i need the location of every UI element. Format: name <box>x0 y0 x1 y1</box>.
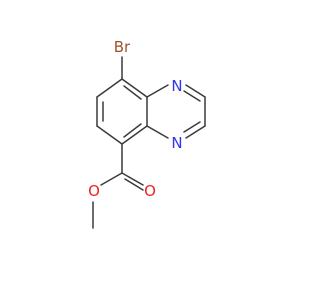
bond-c2-n1 <box>185 125 206 139</box>
structure-diagram: Br N N O O <box>88 38 206 229</box>
carbonyl-oxygen-atom-label: O <box>144 182 156 200</box>
bromine-atom-label: Br <box>114 38 131 56</box>
bond-c7-c8 <box>96 125 123 145</box>
bond-c4a-c5-inner <box>123 85 142 100</box>
bond-c8-c8a-inner <box>123 123 142 138</box>
atom-labels: Br N N O O <box>88 38 183 200</box>
bond-c5-c6 <box>96 78 123 98</box>
bond-ester-carbon-oxygen <box>100 172 123 186</box>
bond-n1-c8a <box>146 125 169 139</box>
bond-n4-c3 <box>185 84 206 98</box>
bond-c8-c8a <box>121 125 148 145</box>
molecule-canvas: Br N N O O <box>88 38 206 229</box>
bond-c4a-n4 <box>146 84 169 98</box>
bond-carbonyl-outer <box>121 172 144 186</box>
bond-carbonyl-inner <box>124 178 144 191</box>
bonds <box>92 56 206 229</box>
nitrogen-atom-label-bottom: N <box>171 134 182 152</box>
ester-oxygen-atom-label: O <box>88 182 100 200</box>
bond-c4a-c5 <box>121 78 148 98</box>
nitrogen-atom-label-top: N <box>171 77 182 95</box>
bond-n4-c3-inner <box>183 90 201 102</box>
bond-c2-n1-inner <box>183 121 201 133</box>
